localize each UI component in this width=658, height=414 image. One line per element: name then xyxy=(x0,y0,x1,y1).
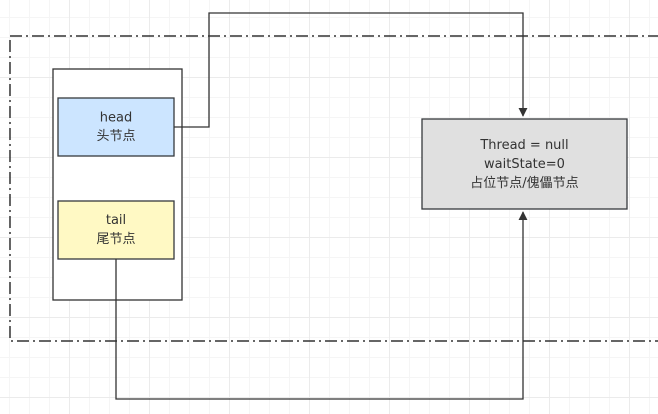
head-node[interactable] xyxy=(57,97,175,157)
tail-node-sublabel: 尾节点 xyxy=(96,232,135,247)
placeholder-node[interactable] xyxy=(421,118,628,210)
placeholder-name-text: 占位节点/傀儡节点 xyxy=(470,175,578,191)
head-node-label: head xyxy=(100,111,132,126)
dash-dot-boundary xyxy=(9,35,658,342)
tail-to-placeholder-connector[interactable] xyxy=(115,211,528,400)
placeholder-waitstate-text: waitState=0 xyxy=(484,157,565,172)
tail-node[interactable] xyxy=(57,200,175,260)
tail-node-label: tail xyxy=(106,213,126,228)
placeholder-thread-text: Thread = null xyxy=(479,138,568,153)
head-node-sublabel: 头节点 xyxy=(96,129,135,144)
head-to-placeholder-connector[interactable] xyxy=(174,12,528,128)
